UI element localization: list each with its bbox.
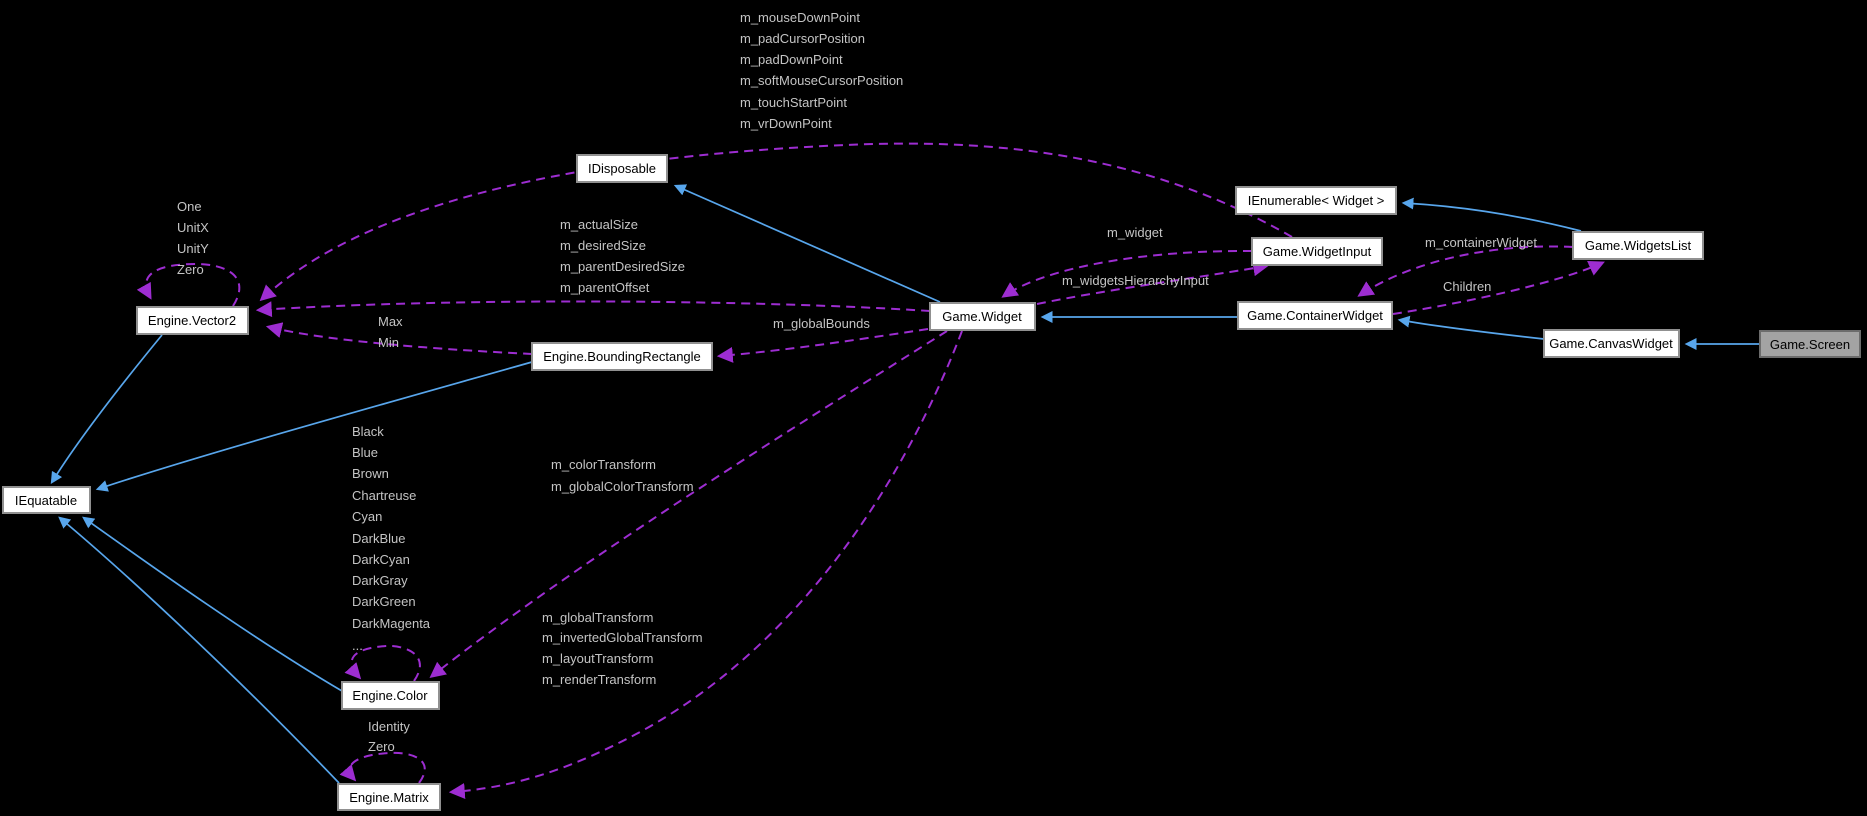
edge-label: m_padCursorPosition [740, 31, 865, 46]
edge-labels: m_mouseDownPoint m_padCursorPosition m_p… [177, 10, 1537, 754]
edge-label: DarkMagenta [352, 616, 431, 631]
edge-label: m_invertedGlobalTransform [542, 630, 703, 645]
node-label: Game.WidgetsList [1585, 238, 1692, 253]
edge-label: UnitY [177, 241, 209, 256]
edge-label: ... [352, 638, 363, 653]
node-label: Game.WidgetInput [1263, 244, 1372, 259]
node-label: IEquatable [15, 493, 77, 508]
edge-label: One [177, 199, 202, 214]
edge-label: m_renderTransform [542, 672, 656, 687]
edge-matrix-to-iequatable [58, 516, 340, 784]
node-engine-matrix[interactable]: Engine.Matrix [337, 783, 441, 811]
edge-label: m_padDownPoint [740, 52, 843, 67]
edge-label: Brown [352, 466, 389, 481]
edge-label: Children [1443, 279, 1491, 294]
edge-label: m_vrDownPoint [740, 116, 832, 131]
edge-label: m_layoutTransform [542, 651, 654, 666]
node-label: Engine.Matrix [349, 790, 429, 805]
node-iequatable[interactable]: IEquatable [2, 486, 91, 514]
edge-label: m_softMouseCursorPosition [740, 73, 903, 88]
edge-widgetslist-to-ienumerable [1401, 197, 1582, 232]
edge-label: Min [378, 335, 399, 350]
node-label: Engine.BoundingRectangle [543, 349, 701, 364]
edge-label: m_parentOffset [560, 280, 650, 295]
edge-widget-to-widgetinput [1036, 260, 1270, 305]
node-label: Game.Widget [942, 309, 1022, 324]
edge-label: m_parentDesiredSize [560, 259, 685, 274]
edge-label: m_actualSize [560, 217, 638, 232]
edge-label: Identity [368, 719, 410, 734]
node-label: IEnumerable< Widget > [1248, 193, 1385, 208]
edge-label: m_widgetsHierarchyInput [1062, 273, 1209, 288]
edge-matrix-self-loop [339, 751, 426, 784]
edge-color-self-loop [344, 644, 421, 682]
edge-widget-to-vector2 [255, 300, 931, 318]
edge-label: Zero [368, 739, 395, 754]
edge-widgetslist-to-containerwidget [1357, 245, 1574, 297]
edge-label: Blue [352, 445, 378, 460]
usage-edges [136, 142, 1605, 800]
edge-widget-to-color [429, 330, 948, 678]
node-engine-color[interactable]: Engine.Color [341, 681, 440, 710]
edge-label: Zero [177, 262, 204, 277]
edge-label: Black [352, 424, 384, 439]
node-label: Engine.Vector2 [148, 313, 236, 328]
edge-widgetinput-to-widget [1001, 249, 1253, 298]
edge-widget-to-boundingrectangle [716, 328, 929, 363]
edge-label: m_widget [1107, 225, 1163, 240]
edge-boundingrectangle-to-vector2 [265, 322, 533, 355]
edge-widgetinput-to-vector2 [259, 142, 1293, 302]
edge-label: DarkGreen [352, 594, 416, 609]
node-game-widgetslist[interactable]: Game.WidgetsList [1572, 231, 1704, 260]
node-label: Game.CanvasWidget [1549, 336, 1673, 351]
nodes: IDisposable IEnumerable< Widget > Game.W… [2, 154, 1861, 811]
node-engine-vector2[interactable]: Engine.Vector2 [136, 306, 249, 335]
edge-label: Max [378, 314, 403, 329]
edge-vector2-to-iequatable [50, 334, 163, 485]
edge-color-to-iequatable [82, 516, 343, 692]
edge-label: Cyan [352, 509, 382, 524]
edge-label: m_containerWidget [1425, 235, 1537, 250]
node-game-containerwidget[interactable]: Game.ContainerWidget [1237, 301, 1393, 330]
node-game-screen: Game.Screen [1759, 330, 1861, 358]
node-engine-boundingrectangle[interactable]: Engine.BoundingRectangle [531, 342, 713, 371]
node-label: Engine.Color [352, 688, 428, 703]
edge-label: DarkGray [352, 573, 408, 588]
edge-label: m_colorTransform [551, 457, 656, 472]
edge-widget-to-idisposable [673, 184, 941, 303]
edge-boundingrectangle-to-iequatable [95, 361, 533, 492]
node-ienumerable-widget[interactable]: IEnumerable< Widget > [1235, 186, 1397, 215]
node-label: Game.ContainerWidget [1247, 308, 1383, 323]
node-label: IDisposable [588, 161, 656, 176]
edge-label: m_globalBounds [773, 316, 870, 331]
edge-widget-to-matrix [448, 330, 963, 800]
edge-label: m_desiredSize [560, 238, 646, 253]
edge-label: Chartreuse [352, 488, 416, 503]
node-game-canvaswidget[interactable]: Game.CanvasWidget [1543, 329, 1680, 358]
node-game-widgetinput[interactable]: Game.WidgetInput [1251, 237, 1383, 266]
edge-vector2-self-loop [136, 262, 241, 307]
node-idisposable[interactable]: IDisposable [576, 154, 668, 183]
edge-label: m_globalTransform [542, 610, 654, 625]
edge-containerwidget-to-widgetslist [1392, 260, 1605, 315]
inheritance-edges [50, 184, 1760, 784]
edge-label: DarkCyan [352, 552, 410, 567]
edge-label: m_mouseDownPoint [740, 10, 860, 25]
edge-label: DarkBlue [352, 531, 405, 546]
node-label: Game.Screen [1770, 337, 1850, 352]
node-game-widget[interactable]: Game.Widget [929, 302, 1036, 331]
edge-label: UnitX [177, 220, 209, 235]
edge-label: m_touchStartPoint [740, 95, 847, 110]
edge-canvaswidget-to-containerwidget [1397, 315, 1545, 340]
edge-label: m_globalColorTransform [551, 479, 694, 494]
